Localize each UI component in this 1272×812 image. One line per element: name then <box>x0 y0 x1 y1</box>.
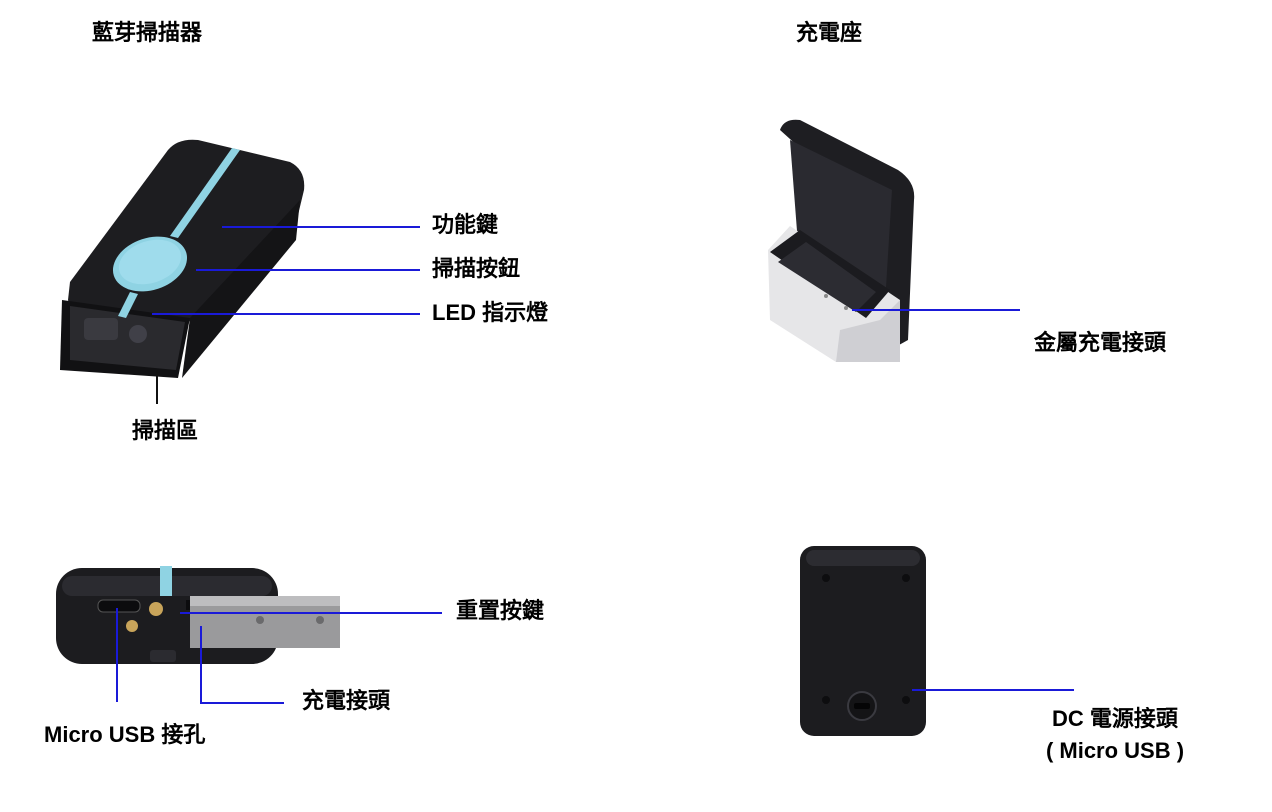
scan-button-label: 掃描按鈕 <box>432 256 521 281</box>
reset-key-leader <box>180 612 442 614</box>
micro-usb-label: Micro USB 接孔 <box>44 722 206 747</box>
function-key-leader <box>222 226 420 228</box>
micro-usb-leader <box>116 608 118 702</box>
charge-contacts-label: 充電接頭 <box>302 688 391 713</box>
scan-area-leader <box>156 370 158 404</box>
dc-power-leader <box>912 689 1074 691</box>
metal-contacts-label: 金屬充電接頭 <box>1034 330 1167 355</box>
scanner-section-title: 藍芽掃描器 <box>92 20 203 45</box>
charge-contacts-leader-v <box>200 626 202 704</box>
scan-area-label: 掃描區 <box>132 418 199 443</box>
led-label: LED 指示燈 <box>432 300 549 325</box>
function-key-label: 功能鍵 <box>432 212 499 237</box>
charge-contacts-leader-h <box>200 702 284 704</box>
reset-key-label: 重置按鍵 <box>456 598 545 623</box>
dc-power-label-line2: ( Micro USB ) <box>1045 738 1185 763</box>
dc-power-label-line1: DC 電源接頭 <box>1052 706 1178 731</box>
metal-contacts-leader <box>852 309 1020 311</box>
led-leader <box>152 313 420 315</box>
cradle-section-title: 充電座 <box>796 20 863 45</box>
scan-button-leader <box>196 269 420 271</box>
